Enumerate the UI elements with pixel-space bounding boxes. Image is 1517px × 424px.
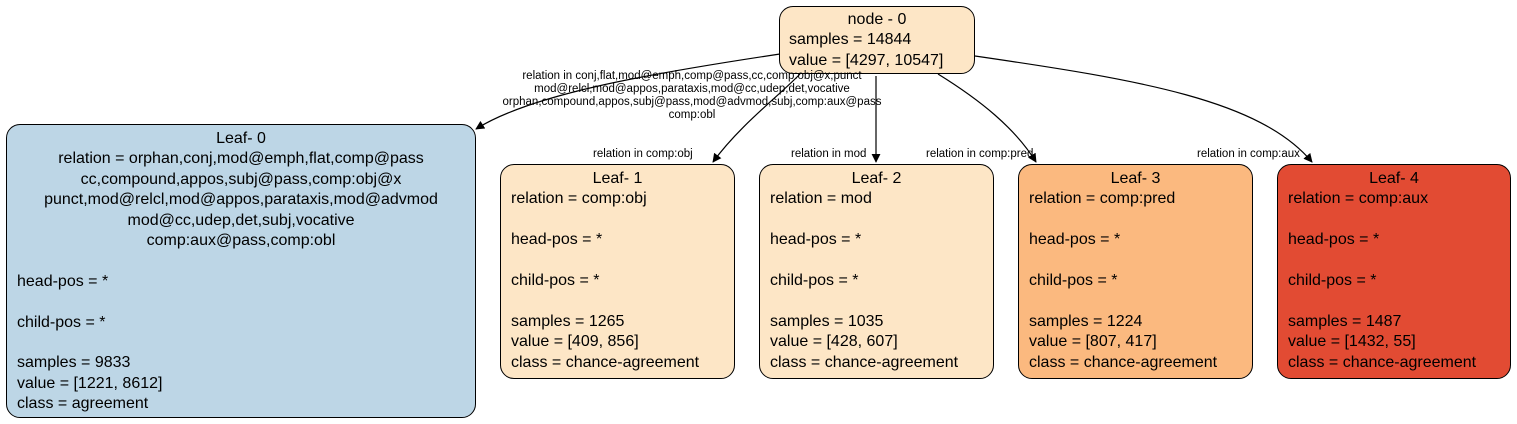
root-node: node - 0 samples = 14844 value = [4297, … <box>779 6 975 74</box>
leaf-class: class = chance-agreement <box>1288 353 1477 371</box>
leaf-samples: samples = 1487 <box>1288 312 1402 330</box>
leaf-samples: samples = 1224 <box>1029 312 1143 330</box>
leaf-head-pos: head-pos = * <box>770 231 862 249</box>
edge-label-leaf-0: relation in conj,flat,mod@emph,comp@pass… <box>476 70 908 122</box>
leaf-head-pos: head-pos = * <box>1029 231 1121 249</box>
leaf-head-pos: head-pos = * <box>511 231 603 249</box>
leaf-title: Leaf- 0 <box>216 130 266 147</box>
leaf-relation-line: punct,mod@relcl,mod@appos,parataxis,mod@… <box>44 191 438 209</box>
edge-root-leaf-0 <box>475 53 781 130</box>
leaf-value: value = [428, 607] <box>770 333 898 351</box>
leaf-node-3: Leaf- 3 relation = comp:pred head-pos = … <box>1018 164 1253 379</box>
edge-root-leaf-1 <box>712 73 801 163</box>
leaf-value: value = [1221, 8612] <box>17 374 163 392</box>
leaf-relation-line: comp:aux@pass,comp:obl <box>146 232 336 250</box>
edge-root-leaf-4 <box>974 55 1313 163</box>
leaf-value: value = [807, 417] <box>1029 333 1157 351</box>
leaf-value: value = [409, 856] <box>511 333 639 351</box>
leaf-title: Leaf- 2 <box>851 170 902 187</box>
leaf-child-pos: child-pos = * <box>770 272 859 289</box>
leaf-child-pos: child-pos = * <box>1288 272 1377 289</box>
edge-label-leaf-1: relation in comp:obj <box>593 148 693 160</box>
edge-label-line: comp:obl <box>668 109 716 121</box>
leaf-samples: samples = 1035 <box>770 312 884 330</box>
edge-label-leaf-3: relation in comp:pred <box>926 148 1034 160</box>
leaf-child-pos: child-pos = * <box>511 272 600 289</box>
leaf-relation: relation = comp:obj <box>511 190 647 208</box>
leaf-relation-line: relation = orphan,conj,mod@emph,flat,com… <box>58 150 424 168</box>
leaf-relation: relation = comp:aux <box>1288 190 1429 208</box>
leaf-node-4: Leaf- 4 relation = comp:aux head-pos = *… <box>1277 164 1511 379</box>
leaf-samples: samples = 1265 <box>511 312 625 330</box>
leaf-class: class = agreement <box>17 395 149 413</box>
edge-label-line: relation in conj,flat,mod@emph,comp@pass… <box>522 70 862 82</box>
leaf-child-pos: child-pos = * <box>17 313 106 331</box>
leaf-title: Leaf- 4 <box>1369 170 1419 187</box>
leaf-node-2: Leaf- 2 relation = mod head-pos = * chil… <box>759 164 994 379</box>
leaf-class: class = chance-agreement <box>1029 353 1218 371</box>
root-title: node - 0 <box>847 11 907 28</box>
leaf-value: value = [1432, 55] <box>1288 333 1416 351</box>
edge-label-line: orphan,compound,appos,subj@pass,mod@advm… <box>502 96 882 108</box>
leaf-title: Leaf- 1 <box>592 170 643 187</box>
root-samples: samples = 14844 <box>789 31 912 49</box>
leaf-relation-line: cc,compound,appos,subj@pass,comp:obj@x <box>80 170 402 188</box>
leaf-relation: relation = comp:pred <box>1029 190 1176 208</box>
edge-root-leaf-3 <box>937 73 1037 163</box>
leaf-node-1: Leaf- 1 relation = comp:obj head-pos = *… <box>500 164 735 379</box>
edge-label-leaf-4: relation in comp:aux <box>1197 148 1300 160</box>
leaf-relation-line: mod@cc,udep,det,subj,vocative <box>127 211 355 229</box>
leaf-class: class = chance-agreement <box>770 353 959 371</box>
leaf-samples: samples = 9833 <box>17 354 131 372</box>
edge-label-leaf-2: relation in mod <box>791 148 867 160</box>
leaf-node-0: Leaf- 0 relation = orphan,conj,mod@emph,… <box>6 124 476 418</box>
edge-label-line: mod@relcl,mod@appos,parataxis,mod@cc,ude… <box>534 83 850 95</box>
leaf-head-pos: head-pos = * <box>1288 231 1380 249</box>
leaf-title: Leaf- 3 <box>1110 170 1161 187</box>
leaf-head-pos: head-pos = * <box>17 272 109 290</box>
leaf-relation: relation = mod <box>770 190 872 208</box>
leaf-child-pos: child-pos = * <box>1029 272 1118 289</box>
root-value: value = [4297, 10547] <box>789 51 944 69</box>
leaf-class: class = chance-agreement <box>511 353 700 371</box>
